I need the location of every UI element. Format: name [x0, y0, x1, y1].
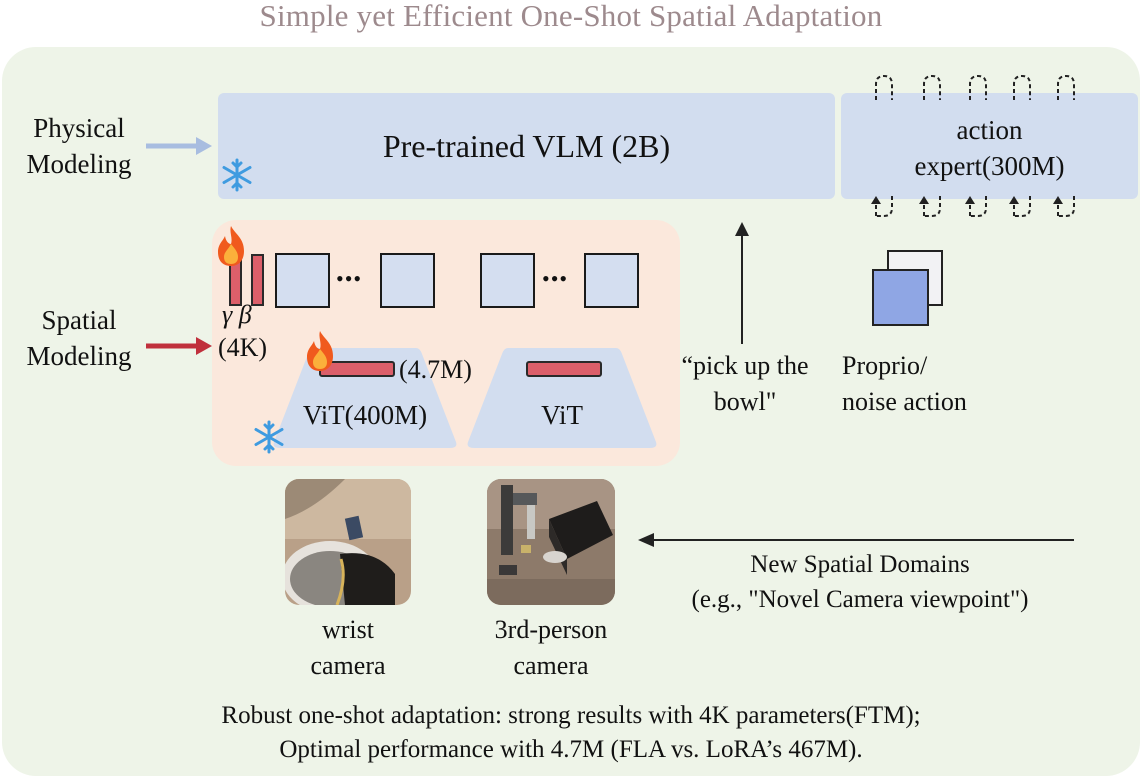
new-domain-arrow [638, 533, 1074, 547]
physical-modeling-label: Physical Modeling [26, 113, 132, 179]
wrist-camera-label: wrist camera [310, 615, 386, 680]
footer-line-1: Robust one-shot adaptation: strong resul… [221, 702, 921, 729]
vlm-label: Pre-trained VLM (2B) [382, 128, 671, 164]
denoising-loops-top [875, 74, 1075, 100]
action-expert-block [841, 93, 1138, 199]
new-domains-example: (e.g., "Novel Camera viewpoint") [691, 586, 1029, 613]
third-person-camera-image [487, 479, 615, 605]
wrist-camera-image [285, 479, 411, 605]
vit-label: ViT [541, 400, 583, 430]
gamma-beta-label: γ β [222, 300, 252, 329]
third-person-camera-label: 3rd-person camera [494, 615, 608, 680]
instruction-text: “pick up the bowl" [681, 351, 809, 416]
beta-param-bar [251, 254, 264, 306]
proprio-square [872, 269, 929, 326]
footer-line-2: Optimal performance with 4.7M (FLA vs. L… [279, 736, 863, 763]
diagram-title: Simple yet Efficient One-Shot Spatial Ad… [259, 0, 883, 33]
new-domains-title: New Spatial Domains [750, 551, 970, 578]
visual-token [480, 253, 535, 308]
vit-frozen-label: ViT(400M) [302, 400, 428, 430]
spatial-modeling-label: Spatial Modeling [26, 305, 132, 371]
flame-icon [307, 331, 333, 371]
fla-adapter-bar [526, 361, 602, 377]
proprio-label: Proprio/ noise action [842, 351, 967, 416]
denoising-loops-bottom [871, 196, 1075, 217]
visual-token [584, 253, 639, 308]
snowflake-icon [254, 420, 284, 454]
token-ellipsis: ••• [542, 266, 569, 291]
flame-icon [218, 226, 244, 266]
token-ellipsis: ••• [336, 266, 363, 291]
instruction-arrow [735, 222, 749, 344]
vlm-block [218, 93, 835, 199]
visual-token [380, 253, 435, 308]
visual-token [275, 253, 330, 308]
fla-params-label: (4.7M) [399, 355, 472, 384]
spatial-arrow [146, 337, 212, 355]
action-expert-label: action expert(300M) [914, 115, 1065, 181]
snowflake-icon [222, 158, 252, 192]
physical-arrow [146, 137, 212, 155]
ftm-params-label: (4K) [218, 333, 268, 362]
vit-block [467, 348, 657, 448]
